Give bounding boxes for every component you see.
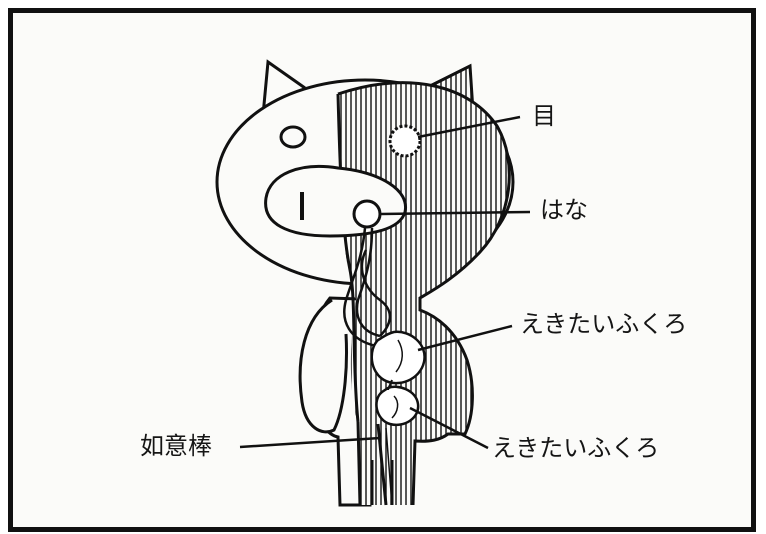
- left-arm: [298, 298, 348, 434]
- label-staff: 如意棒: [140, 432, 212, 460]
- label-nose: はな: [540, 196, 588, 224]
- label-stomach-upper: えきたいふくろ: [520, 310, 688, 338]
- label-stomach-lower: えきたいふくろ: [492, 434, 660, 462]
- cut-line: [336, 93, 360, 423]
- left-eye: [279, 125, 307, 149]
- leader-stomach-lower: [409, 406, 489, 450]
- cutaway-outline: [337, 81, 511, 506]
- label-eye: 目: [532, 102, 556, 130]
- legs-gap: [370, 460, 394, 505]
- leader-eye: [417, 115, 521, 139]
- nose-organ: [352, 199, 382, 229]
- leader-staff: [239, 436, 381, 449]
- right-eye-organ: [388, 124, 422, 158]
- tube-2: [355, 227, 381, 338]
- leader-stomach-upper: [417, 324, 513, 352]
- stomach-upper: [370, 330, 426, 385]
- tube-3: [360, 249, 391, 337]
- tube-1: [343, 227, 377, 348]
- leader-nose: [379, 210, 531, 216]
